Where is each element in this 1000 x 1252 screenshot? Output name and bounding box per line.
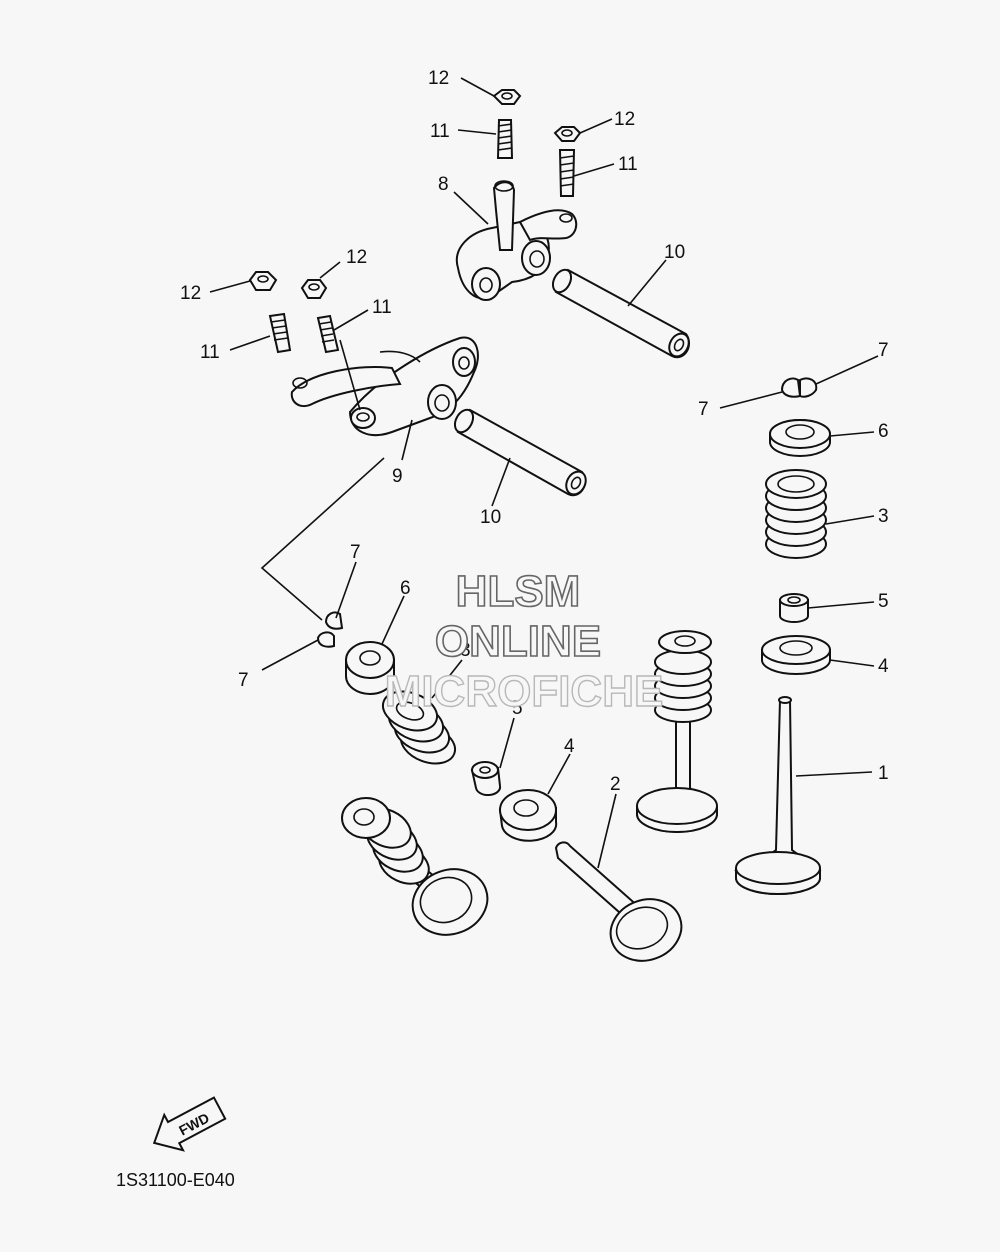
rocker-shaft-10-lower	[453, 408, 587, 497]
callout-12: 12	[346, 247, 367, 268]
adjusting-screw-11-lower-left	[268, 312, 292, 354]
watermark: HLSM ONLINE MICROFICHE	[384, 566, 664, 717]
locknut-12-lower-right	[300, 279, 328, 299]
adjusting-screw-11-upper-left	[496, 119, 514, 159]
valve-cotter-7-right	[780, 377, 818, 398]
callout-12: 12	[614, 109, 635, 130]
callout-12: 12	[428, 68, 449, 89]
rocker-arm-8	[455, 180, 578, 301]
valve-cotter-7-left	[316, 611, 344, 648]
valve-spring-3-left	[381, 690, 457, 765]
callout-6: 6	[878, 421, 889, 442]
spring-retainer-6-right	[769, 419, 831, 457]
callout-11: 11	[200, 342, 220, 363]
valve-spring-3-right	[765, 469, 827, 559]
callout-5: 5	[878, 591, 889, 612]
callout-7: 7	[238, 670, 249, 691]
valve-1	[734, 696, 822, 895]
callout-7: 7	[698, 399, 709, 420]
watermark-line-2: ONLINE	[435, 617, 601, 666]
valve-stem-seal-5-right	[779, 593, 809, 623]
leader-lines	[209, 77, 879, 869]
callout-7: 7	[878, 340, 889, 361]
watermark-line-3: MICROFICHE	[385, 667, 664, 716]
valve-assembly-left	[341, 797, 489, 936]
spring-seat-4-right	[761, 635, 831, 675]
spring-seat-4-left	[498, 789, 558, 842]
adjusting-screw-11-lower-right	[316, 314, 340, 354]
valve-assembly-middle	[636, 630, 718, 833]
rocker-shaft-10-upper	[551, 268, 690, 359]
callout-10: 10	[480, 507, 501, 528]
fwd-arrow-icon: FWD	[152, 1096, 227, 1152]
spring-retainer-6-left	[345, 641, 395, 695]
callout-11: 11	[618, 154, 638, 175]
locknut-12-upper-right	[553, 126, 582, 142]
callout-8: 8	[438, 174, 449, 195]
callout-5: 5	[512, 698, 523, 719]
rocker-arm-9	[290, 336, 479, 437]
callout-12: 12	[180, 283, 201, 304]
callout-4: 4	[878, 656, 889, 677]
callout-6: 6	[400, 578, 411, 599]
locknut-12-lower-left	[248, 271, 278, 291]
callout-11: 11	[430, 121, 450, 142]
valve-2	[554, 841, 683, 962]
callout-3: 3	[460, 640, 471, 661]
adjusting-screw-11-upper-right	[558, 149, 576, 197]
watermark-line-1: HLSM	[456, 567, 581, 616]
figure-code: 1S31100-E040	[116, 1170, 235, 1190]
callout-9: 9	[392, 466, 403, 487]
callout-7: 7	[350, 542, 361, 563]
valve-stem-seal-5-left	[470, 761, 502, 797]
callout-2: 2	[610, 774, 621, 795]
callout-11: 11	[372, 297, 392, 318]
callout-10: 10	[664, 242, 685, 263]
locknut-12-upper-left	[492, 89, 522, 105]
callout-3: 3	[878, 506, 889, 527]
callout-labels: 12 11 12 11 8 10 12 12 11 11 9 10 7 7 6 …	[180, 68, 889, 795]
callout-1: 1	[878, 763, 889, 784]
callout-4: 4	[564, 736, 575, 757]
